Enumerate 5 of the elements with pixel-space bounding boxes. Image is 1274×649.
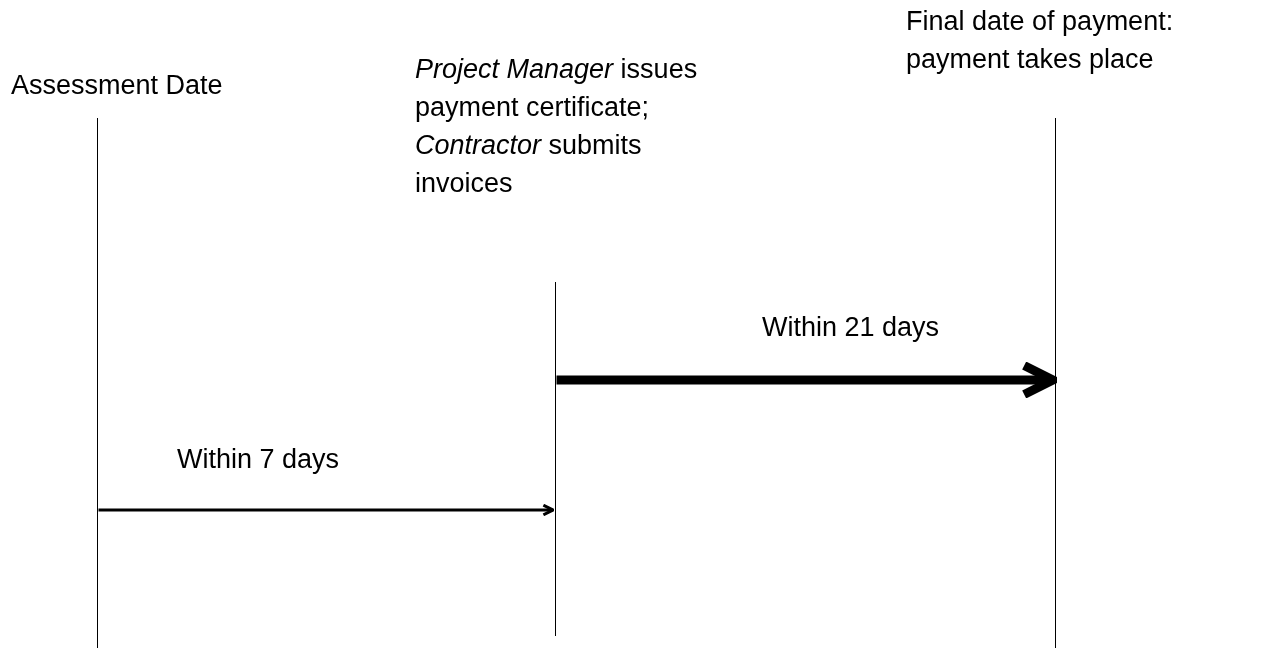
milestone-label: Assessment Date bbox=[11, 69, 224, 102]
arrow bbox=[556, 361, 1058, 399]
milestone-label: Project Manager issues payment certificate; Contractor submits invoices bbox=[415, 53, 699, 200]
arrow bbox=[98, 503, 555, 517]
milestone-label: Final date of payment: payment takes place bbox=[906, 5, 1175, 76]
